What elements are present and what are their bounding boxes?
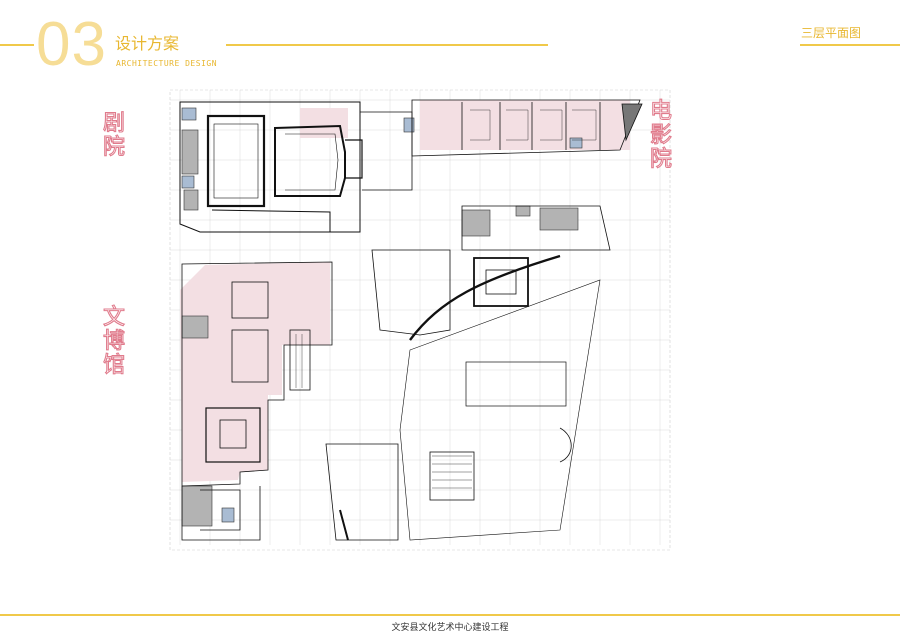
theater-label: 剧院 xyxy=(102,111,125,160)
central-block xyxy=(325,205,611,541)
section-number: 03 xyxy=(36,10,107,79)
museum-label: 文博馆 xyxy=(102,305,125,378)
plan-frame xyxy=(169,89,671,551)
header-line-left xyxy=(0,44,34,46)
project-name: 文安县文化艺术中心建设工程 xyxy=(391,623,509,633)
page-name: 三层平面图 xyxy=(801,26,862,40)
header-line-mid xyxy=(226,44,548,46)
pink-zones xyxy=(180,100,630,482)
header-line-right xyxy=(800,44,900,46)
section-subtitle: ARCHITECTURE DESIGN xyxy=(116,59,218,68)
cinema-block xyxy=(411,99,643,157)
cinema-label: 电影院 xyxy=(649,99,672,172)
section-title: 设计方案 xyxy=(115,34,180,53)
museum-block xyxy=(181,261,333,541)
theater-block xyxy=(179,101,413,233)
grey-rooms xyxy=(181,129,579,527)
footer-line xyxy=(0,614,900,616)
blue-rooms xyxy=(181,107,583,523)
